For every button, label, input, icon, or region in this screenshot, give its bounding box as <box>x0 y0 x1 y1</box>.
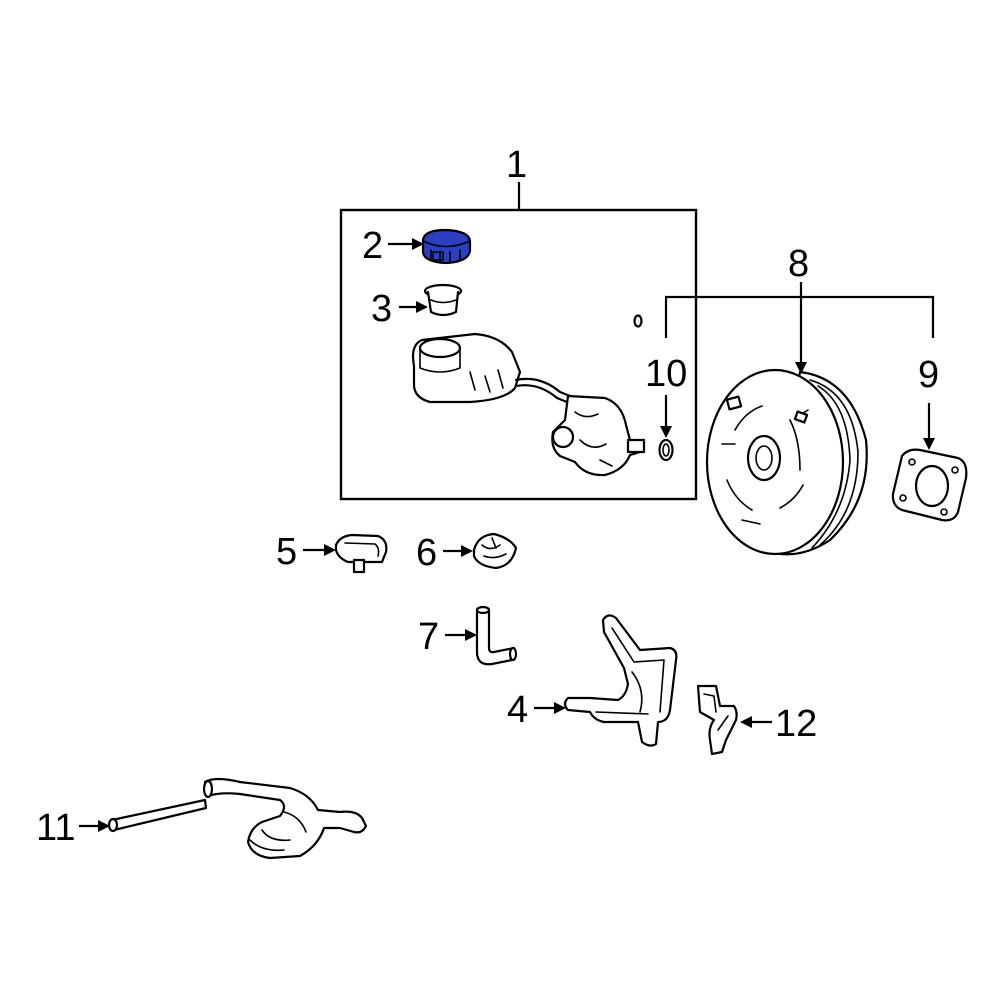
callout-12[interactable]: 12 <box>775 703 817 745</box>
part-5-clip[interactable] <box>334 533 388 574</box>
callout-5[interactable]: 5 <box>276 531 297 573</box>
callout-2-arrow <box>388 238 424 250</box>
callout-3[interactable]: 3 <box>371 288 392 330</box>
master-cylinder[interactable] <box>411 314 646 477</box>
callout-8-9-10-bracket <box>664 282 935 374</box>
callout-7[interactable]: 7 <box>418 616 439 658</box>
master-cylinder-assembly-box <box>339 182 698 501</box>
brake-booster[interactable] <box>705 368 868 556</box>
callout-4[interactable]: 4 <box>507 689 528 731</box>
callout-11-arrow <box>79 820 110 832</box>
part-4-bracket[interactable] <box>563 614 678 747</box>
callout-12-arrow <box>740 716 772 728</box>
callout-2[interactable]: 2 <box>362 225 383 267</box>
callout-11[interactable]: 11 <box>36 807 75 849</box>
reservoir-cap[interactable] <box>421 228 472 265</box>
callout-8[interactable]: 8 <box>788 243 809 285</box>
o-ring[interactable] <box>658 438 674 462</box>
callout-7-arrow <box>445 629 477 641</box>
part-7-hose[interactable] <box>475 605 518 666</box>
reservoir-strainer[interactable] <box>423 283 463 317</box>
callout-6[interactable]: 6 <box>416 532 437 574</box>
callout-3-arrow <box>399 301 428 313</box>
callout-9-arrow <box>923 403 935 450</box>
callout-5-arrow <box>303 544 336 556</box>
callout-1[interactable]: 1 <box>506 144 527 186</box>
callout-10-arrow <box>660 395 672 438</box>
callout-4-arrow <box>534 702 566 714</box>
callout-9[interactable]: 9 <box>918 354 939 396</box>
part-12-bracket[interactable] <box>696 684 738 756</box>
part-6-mount[interactable] <box>472 532 518 570</box>
booster-gasket[interactable] <box>891 448 968 522</box>
callout-10[interactable]: 10 <box>645 353 687 395</box>
callout-6-arrow <box>443 545 473 557</box>
part-11-hose-assembly[interactable] <box>107 777 368 860</box>
